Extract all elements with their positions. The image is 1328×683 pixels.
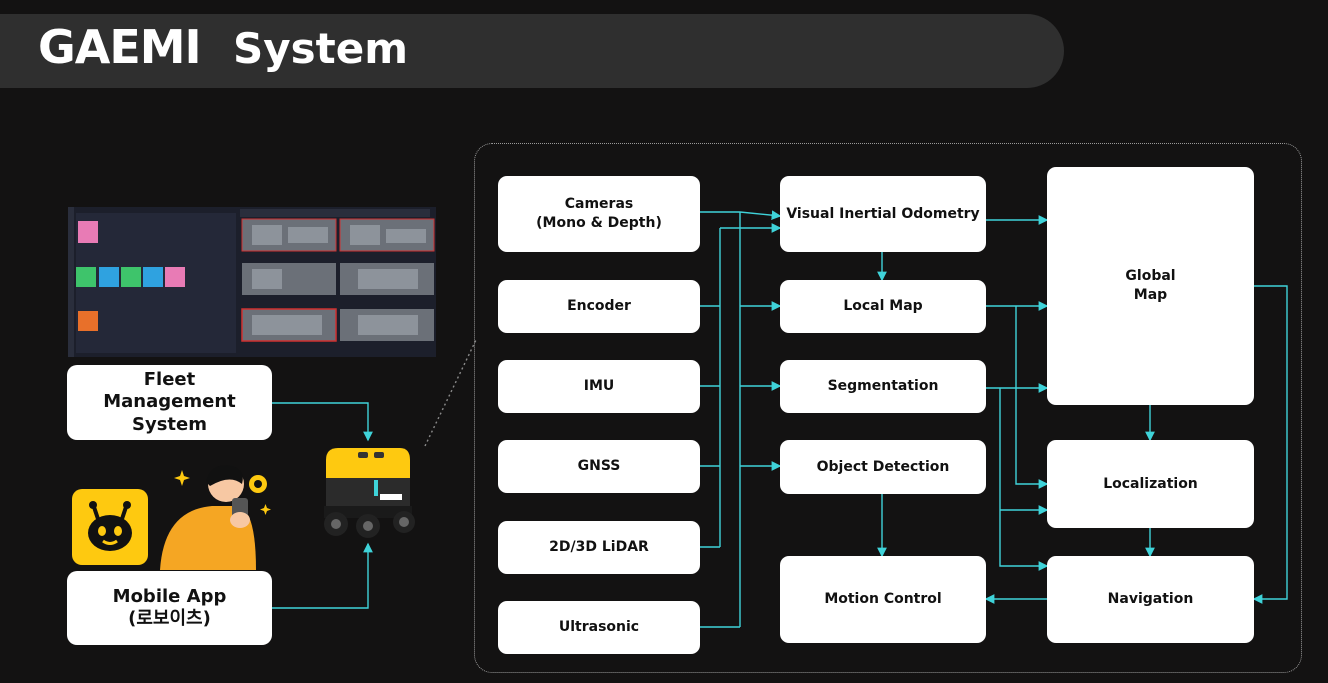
- person-with-phone-illustration: [160, 462, 290, 570]
- gaemi-logo: GAEMI: [38, 20, 202, 74]
- fleet-dashboard-screenshot: [68, 207, 436, 357]
- fleet-management-system-box: Fleet Management System: [67, 365, 272, 440]
- module-localization: Localization: [1047, 440, 1254, 528]
- sensor-lidar: 2D/3D LiDAR: [498, 521, 700, 574]
- module-segmentation: Segmentation: [780, 360, 986, 413]
- sensor-gnss: GNSS: [498, 440, 700, 493]
- module-global-map: Global Map: [1047, 167, 1254, 405]
- sensor-encoder: Encoder: [498, 280, 700, 333]
- robot-app-icon: [72, 489, 148, 565]
- module-motion-control: Motion Control: [780, 556, 986, 643]
- module-local-map: Local Map: [780, 280, 986, 333]
- module-navigation: Navigation: [1047, 556, 1254, 643]
- header-bar: [0, 14, 1064, 88]
- robot-system-frame: [474, 143, 1302, 673]
- module-object-detection: Object Detection: [780, 440, 986, 494]
- sensor-ultrasonic: Ultrasonic: [498, 601, 700, 654]
- sensor-imu: IMU: [498, 360, 700, 413]
- module-visual-inertial-odometry: Visual Inertial Odometry: [780, 176, 986, 252]
- sensor-cameras: Cameras (Mono & Depth): [498, 176, 700, 252]
- delivery-robot-illustration: [318, 440, 418, 542]
- mobile-app-box: Mobile App (로보이츠): [67, 571, 272, 645]
- page-title: System: [233, 24, 408, 73]
